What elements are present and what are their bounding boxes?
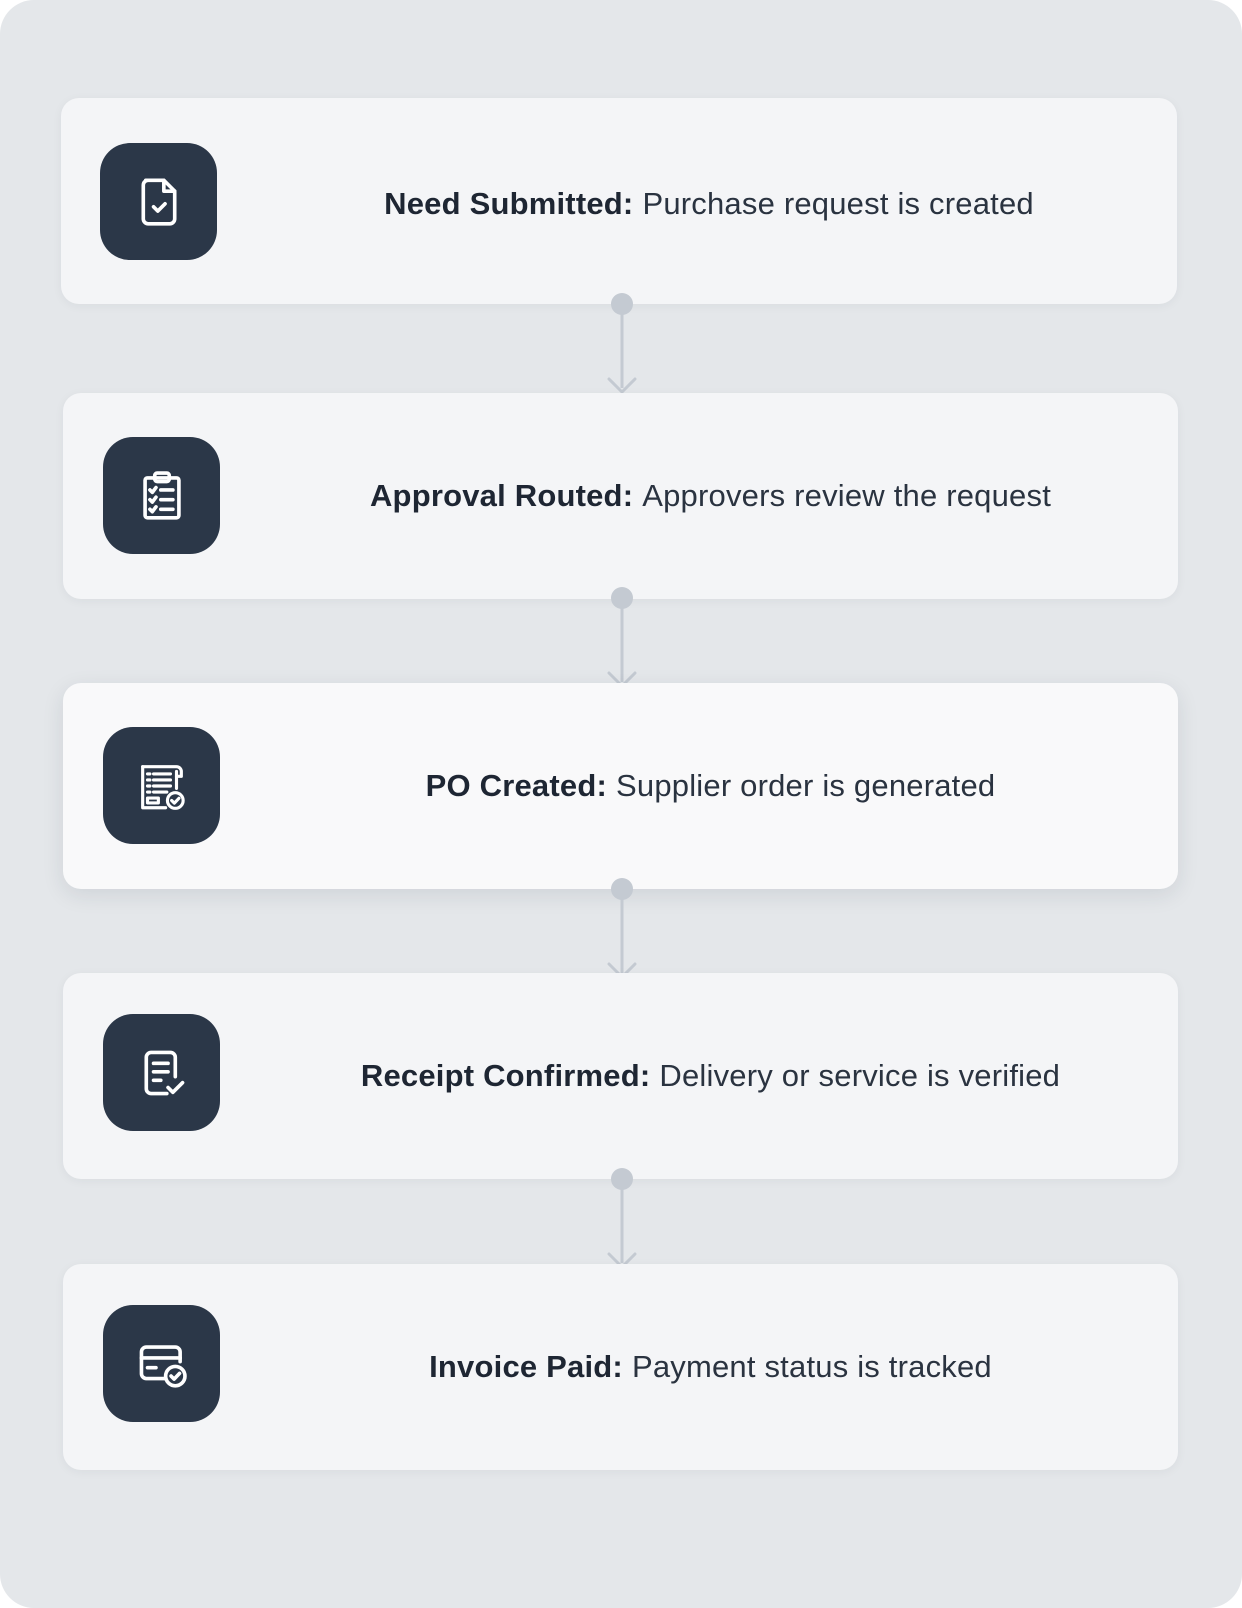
step-title: Invoice Paid: — [429, 1349, 623, 1384]
connector-arrow — [607, 878, 637, 979]
step-card-approval-routed: Approval Routed:Approvers review the req… — [63, 393, 1178, 599]
step-text: Approval Routed:Approvers review the req… — [263, 393, 1158, 599]
step-title: Need Submitted: — [384, 186, 634, 221]
connector-arrow — [607, 293, 637, 394]
clipboard-checklist-icon — [103, 437, 220, 554]
step-title: PO Created: — [425, 768, 607, 803]
step-description: Delivery or service is verified — [659, 1058, 1061, 1093]
step-card-receipt-confirmed: Receipt Confirmed:Delivery or service is… — [63, 973, 1178, 1179]
step-text: Invoice Paid:Payment status is tracked — [263, 1264, 1158, 1470]
payment-card-check-icon — [103, 1305, 220, 1422]
step-text: Need Submitted:Purchase request is creat… — [261, 98, 1157, 310]
document-check-icon — [100, 143, 217, 260]
step-text: PO Created: Supplier order is generated — [263, 683, 1158, 889]
connector-arrow — [607, 1168, 637, 1269]
step-description: Supplier order is generated — [616, 768, 996, 803]
receipt-check-icon — [103, 1014, 220, 1131]
step-text: Receipt Confirmed:Delivery or service is… — [263, 973, 1158, 1179]
step-description: Approvers review the request — [642, 478, 1052, 513]
step-title: Receipt Confirmed: — [360, 1058, 651, 1093]
purchase-order-receipt-icon — [103, 727, 220, 844]
step-description: Payment status is tracked — [631, 1349, 992, 1384]
step-description: Purchase request is created — [642, 186, 1034, 221]
connector-arrow — [607, 587, 637, 688]
step-title: Approval Routed: — [369, 478, 634, 513]
step-card-need-submitted: Need Submitted:Purchase request is creat… — [61, 98, 1177, 304]
step-card-invoice-paid: Invoice Paid:Payment status is tracked — [63, 1264, 1178, 1470]
step-card-po-created: PO Created: Supplier order is generated — [63, 683, 1178, 889]
